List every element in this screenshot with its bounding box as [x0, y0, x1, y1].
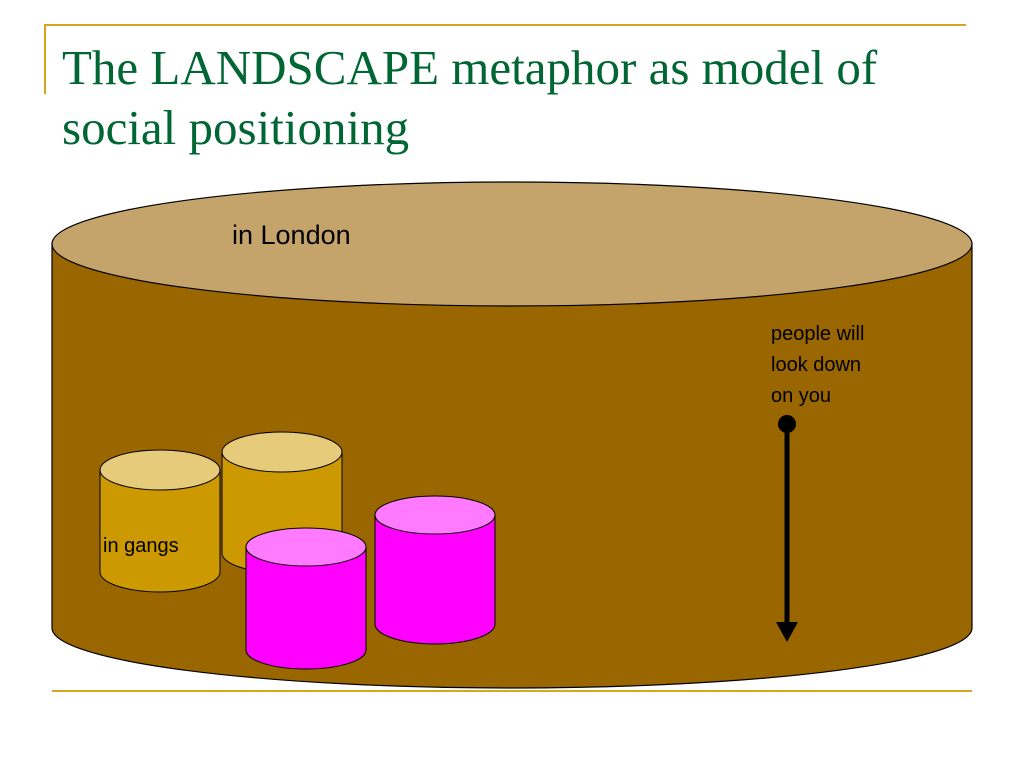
arrow-label-line-2: look down [771, 354, 861, 376]
title-accent-top-rule [44, 24, 966, 26]
magenta-cylinder-right-body [374, 514, 496, 645]
gang-cylinder-label: in gangs [103, 535, 179, 557]
down-arrow-head [776, 622, 798, 642]
arrow-label-line-3: on you [771, 385, 831, 407]
outer-cylinder-label: in London [232, 220, 351, 250]
gold-cylinder-gangs-top [99, 449, 221, 491]
arrow-label: people will look down on you [771, 323, 870, 407]
gold-cylinder-gangs [99, 449, 221, 593]
gold-cylinder-back-top [221, 431, 343, 473]
magenta-cylinder-right [374, 495, 496, 645]
magenta-cylinder-left-top [245, 527, 367, 567]
slide-title: The LANDSCAPE metaphor as model of socia… [62, 40, 878, 155]
magenta-cylinder-left [245, 527, 367, 670]
outer-cylinder-top [51, 181, 973, 307]
bottom-rule [52, 690, 972, 692]
arrow-label-line-1: people will [771, 323, 864, 345]
gold-cylinder-gangs-body [99, 469, 221, 593]
magenta-cylinder-right-top [374, 495, 496, 535]
outer-cylinder-london [51, 181, 973, 689]
magenta-cylinder-left-body [245, 546, 367, 670]
title-accent-vertical-rule [44, 24, 46, 94]
